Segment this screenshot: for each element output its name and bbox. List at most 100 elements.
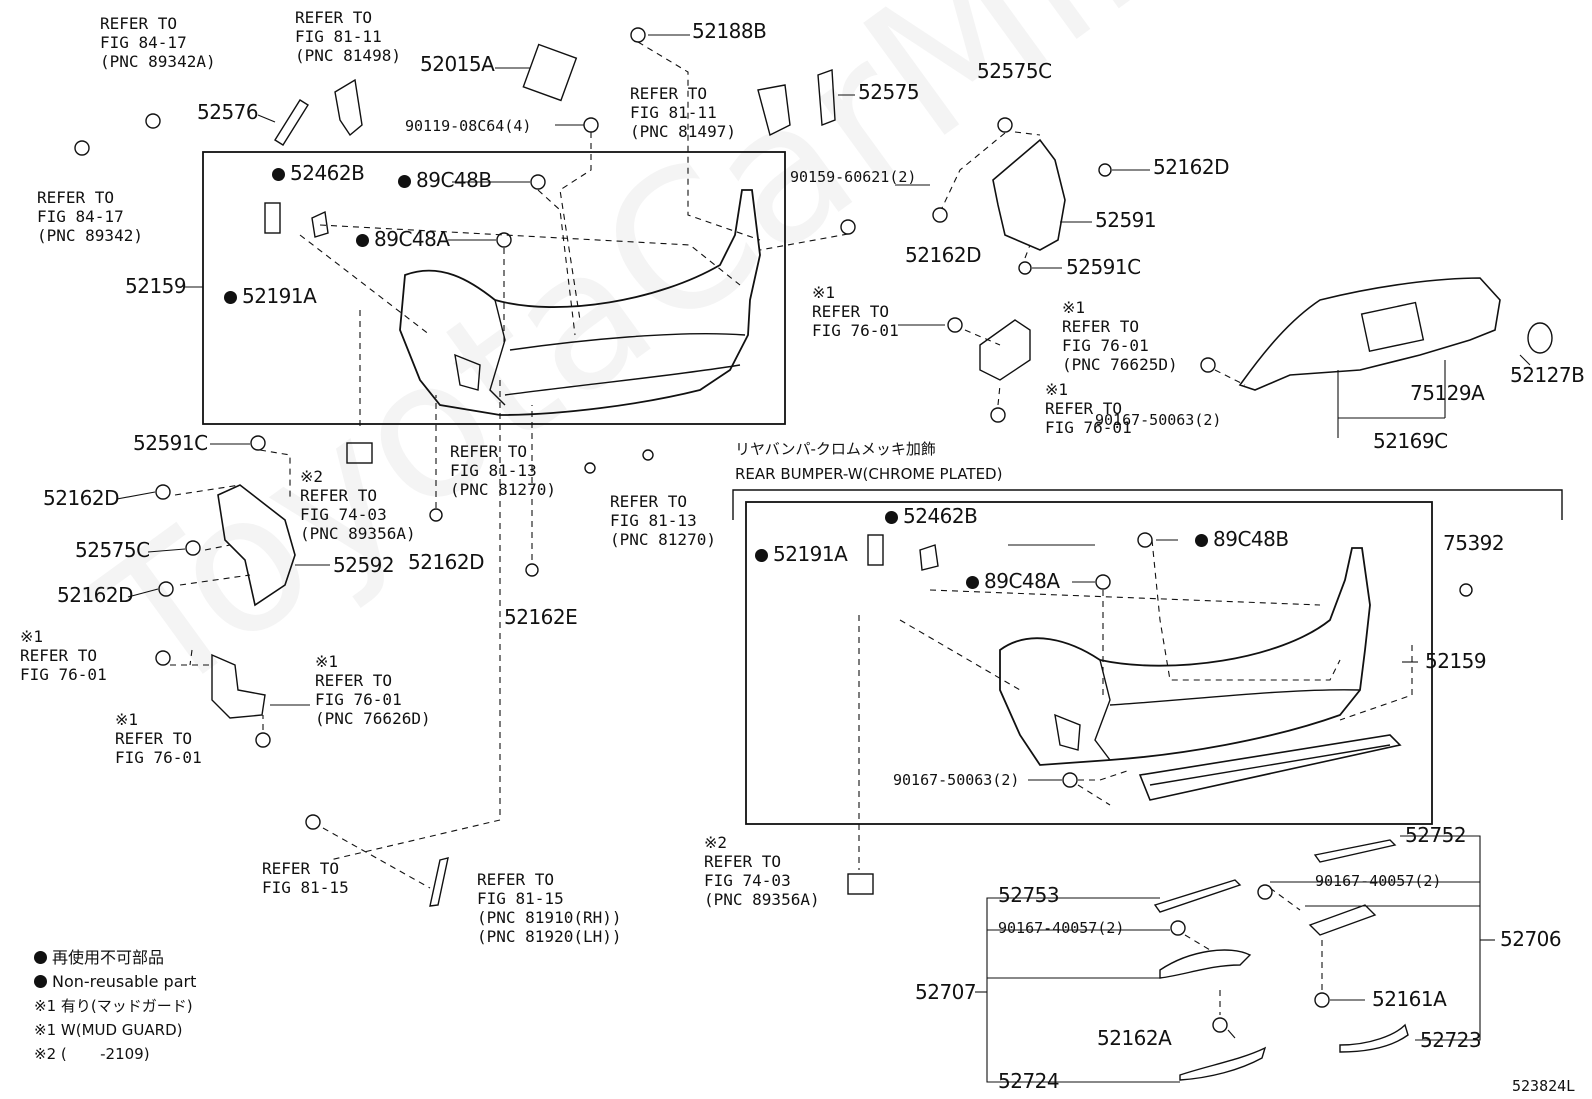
part-52191A-left[interactable]: 52191A bbox=[224, 286, 317, 306]
refer-fig-74-03-left[interactable]: ※2 REFER TO FIG 74-03 (PNC 89356A) bbox=[300, 467, 416, 543]
leader-lines bbox=[116, 34, 1531, 1083]
part-89C48A-right[interactable]: 89C48A bbox=[966, 571, 1060, 591]
part-52575C-left[interactable]: 52575C bbox=[75, 538, 150, 562]
refer-fig-76-01-a[interactable]: ※1 REFER TO FIG 76-01 bbox=[812, 283, 899, 340]
part-52576[interactable]: 52576 bbox=[197, 100, 259, 124]
part-90167-40057-left[interactable]: 90167-40057(2) bbox=[998, 919, 1125, 937]
part-90159-60621[interactable]: 90159-60621(2) bbox=[790, 168, 917, 186]
legend-en: Non-reusable part bbox=[34, 970, 196, 994]
part-52159-right[interactable]: 52159 bbox=[1425, 649, 1487, 673]
part-52162D-top-left[interactable]: 52162D bbox=[905, 243, 982, 267]
molding-52753 bbox=[1153, 879, 1242, 913]
refer-fig-81-11-81498[interactable]: REFER TO FIG 81-11 (PNC 81498) bbox=[295, 8, 401, 65]
part-52191A-right[interactable]: 52191A bbox=[755, 544, 848, 564]
part-75392[interactable]: 75392 bbox=[1443, 531, 1505, 555]
part-52169C[interactable]: 52169C bbox=[1373, 429, 1448, 453]
part-52162D-mid[interactable]: 52162D bbox=[408, 550, 485, 574]
fasteners bbox=[74, 27, 1473, 1033]
legend-note2: ※2 ( -2109) bbox=[34, 1045, 150, 1063]
part-52462B-left[interactable]: 52462B bbox=[272, 163, 365, 183]
spacer-81497 bbox=[757, 84, 791, 137]
refer-fig-84-17-89342A[interactable]: REFER TO FIG 84-17 (PNC 89342A) bbox=[100, 14, 216, 71]
seal-52575 bbox=[817, 69, 836, 126]
part-52752[interactable]: 52752 bbox=[1405, 823, 1467, 847]
rod-81910 bbox=[429, 857, 449, 907]
refer-fig-74-03-right[interactable]: ※2 REFER TO FIG 74-03 (PNC 89356A) bbox=[704, 833, 820, 909]
rear-bumper-cover-right bbox=[999, 547, 1402, 801]
garnish-52706 bbox=[1308, 904, 1377, 936]
refer-fig-81-13-b[interactable]: REFER TO FIG 81-13 (PNC 81270) bbox=[610, 492, 716, 549]
chrome-section-bracket bbox=[732, 489, 1563, 520]
legend-note1-jp: ※1 有り(マッドガード) bbox=[34, 997, 193, 1015]
mudguard-left bbox=[211, 653, 266, 719]
spacer-81498 bbox=[334, 78, 363, 137]
right-bumper-frame bbox=[745, 501, 1433, 825]
part-52162D-top-right[interactable]: 52162D bbox=[1153, 155, 1230, 179]
label-89356A-right bbox=[847, 873, 874, 895]
tape-52462B-left bbox=[311, 210, 329, 238]
part-52706[interactable]: 52706 bbox=[1500, 927, 1562, 951]
part-52162A[interactable]: 52162A bbox=[1097, 1026, 1172, 1050]
part-52161A[interactable]: 52161A bbox=[1372, 987, 1447, 1011]
refer-fig-76-01-d[interactable]: ※1 REFER TO FIG 76-01 bbox=[115, 710, 202, 767]
cap-52127B bbox=[1527, 322, 1553, 354]
part-52575[interactable]: 52575 bbox=[858, 80, 920, 104]
refer-fig-84-17-89342[interactable]: REFER TO FIG 84-17 (PNC 89342) bbox=[37, 188, 143, 245]
part-52188B[interactable]: 52188B bbox=[692, 19, 767, 43]
rear-bumper-cover-left bbox=[399, 189, 761, 416]
part-52592[interactable]: 52592 bbox=[333, 553, 395, 577]
part-75129A[interactable]: 75129A bbox=[1410, 381, 1485, 405]
part-90167-40057-right[interactable]: 90167-40057(2) bbox=[1315, 872, 1442, 890]
part-52162E[interactable]: 52162E bbox=[504, 605, 578, 629]
part-89C48B-left[interactable]: 89C48B bbox=[398, 170, 492, 190]
legend-jp: 再使用不可部品 bbox=[34, 946, 196, 970]
refer-fig-76-01-76625D[interactable]: ※1 REFER TO FIG 76-01 (PNC 76625D) bbox=[1062, 298, 1178, 374]
part-52015A[interactable]: 52015A bbox=[420, 52, 495, 76]
refer-fig-81-15-a[interactable]: REFER TO FIG 81-15 bbox=[262, 859, 349, 897]
refer-fig-76-01-b[interactable]: ※1 REFER TO FIG 76-01 bbox=[1045, 380, 1132, 437]
part-52575C-top[interactable]: 52575C bbox=[977, 59, 1052, 83]
refer-fig-81-15-b[interactable]: REFER TO FIG 81-15 (PNC 81910(RH)) (PNC … bbox=[477, 870, 622, 946]
sensor-52015A bbox=[522, 43, 578, 102]
refer-fig-76-01-c[interactable]: ※1 REFER TO FIG 76-01 bbox=[20, 627, 107, 684]
reflector-52191A-left bbox=[264, 202, 281, 234]
bracket-52591 bbox=[992, 138, 1066, 251]
refer-fig-76-01-76626D[interactable]: ※1 REFER TO FIG 76-01 (PNC 76626D) bbox=[315, 652, 431, 728]
part-52707[interactable]: 52707 bbox=[915, 980, 977, 1004]
refer-fig-81-13-a[interactable]: REFER TO FIG 81-13 (PNC 81270) bbox=[450, 442, 556, 499]
molding-52752 bbox=[1313, 839, 1397, 863]
part-52462B-right[interactable]: 52462B bbox=[885, 506, 978, 526]
part-89C48A-left[interactable]: 89C48A bbox=[356, 229, 450, 249]
part-52591C-left[interactable]: 52591C bbox=[133, 431, 208, 455]
refer-fig-81-11-81497[interactable]: REFER TO FIG 81-11 (PNC 81497) bbox=[630, 84, 736, 141]
part-52162D-left-2[interactable]: 52162D bbox=[57, 583, 134, 607]
part-90167-50063-bottom[interactable]: 90167-50063(2) bbox=[893, 771, 1020, 789]
part-52162D-left-1[interactable]: 52162D bbox=[43, 486, 120, 510]
trim-52723 bbox=[1339, 1023, 1409, 1053]
garnish-52707 bbox=[1159, 949, 1252, 979]
part-52591[interactable]: 52591 bbox=[1095, 208, 1157, 232]
part-52591C-top[interactable]: 52591C bbox=[1066, 255, 1141, 279]
diagram-code: 523824L bbox=[1512, 1077, 1576, 1095]
diffuser-panel-75129A bbox=[1360, 301, 1425, 353]
seal-52576 bbox=[274, 99, 309, 146]
legend: 再使用不可部品 Non-reusable part ※1 有り(マッドガード) … bbox=[34, 946, 196, 1066]
part-90119-08C64[interactable]: 90119-08C64(4) bbox=[405, 117, 532, 135]
part-52723[interactable]: 52723 bbox=[1420, 1028, 1482, 1052]
mudguard-right bbox=[979, 319, 1031, 381]
part-89C48B-right[interactable]: 89C48B bbox=[1195, 529, 1289, 549]
tape-52462B-right bbox=[919, 544, 939, 571]
trim-52724 bbox=[1179, 1046, 1267, 1081]
part-52127B[interactable]: 52127B bbox=[1510, 363, 1585, 387]
part-52753[interactable]: 52753 bbox=[998, 883, 1060, 907]
legend-note1-en: ※1 W(MUD GUARD) bbox=[34, 1021, 183, 1039]
diffuser-52169C bbox=[1238, 277, 1501, 391]
section-title-jp: リヤバンパ-クロムメッキ加飾 bbox=[735, 440, 936, 458]
part-52724[interactable]: 52724 bbox=[998, 1069, 1060, 1093]
part-90167-50063-right[interactable]: 90167-50063(2) bbox=[1095, 411, 1222, 429]
reflector-52191A-right bbox=[867, 534, 884, 566]
bracket-52592 bbox=[217, 484, 296, 607]
part-52159-left[interactable]: 52159 bbox=[125, 274, 187, 298]
label-89356A-left bbox=[346, 442, 373, 464]
